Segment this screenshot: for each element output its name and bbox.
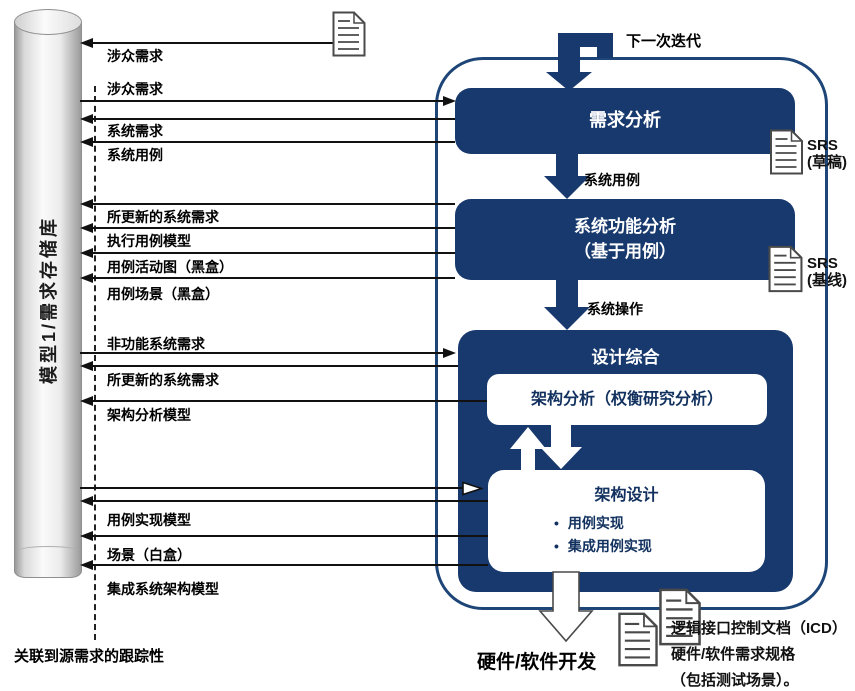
flow-line bbox=[91, 252, 455, 254]
step-system-functional-analysis: 系统功能分析 （基于用例） bbox=[455, 199, 795, 280]
flow-label: 集成系统架构模型 bbox=[107, 581, 219, 597]
bullet-item: 集成用例实现 bbox=[554, 535, 765, 558]
repository-cylinder-top bbox=[14, 9, 82, 35]
deliverable-item: 硬件/软件需求规格 bbox=[671, 646, 796, 663]
srs-draft-document-icon bbox=[770, 129, 803, 175]
flow-line bbox=[91, 227, 455, 229]
flow-line bbox=[91, 42, 333, 44]
repository-cylinder-seam bbox=[16, 546, 80, 557]
srs-baseline-document-icon bbox=[768, 245, 803, 293]
deliverables-list: 逻辑接口控制文档（ICD） 硬件/软件需求规格 （包括测试场景）。 bbox=[671, 616, 847, 691]
flow-line bbox=[91, 400, 487, 402]
artifact-qualifier: (草稿) bbox=[807, 154, 847, 171]
step-title: 系统功能分析 bbox=[574, 217, 676, 236]
flow-label: 系统需求 bbox=[107, 123, 163, 139]
traceability-dashed-line bbox=[94, 86, 96, 640]
srs-draft-label: SRS (草稿) bbox=[807, 137, 847, 171]
sub-box-architecture-analysis: 架构分析（权衡研究分析） bbox=[487, 374, 767, 425]
flow-label: 系统用例 bbox=[107, 147, 163, 163]
artifact-name: SRS bbox=[807, 137, 838, 154]
deliverable-item: 逻辑接口控制文档（ICD） bbox=[671, 620, 847, 637]
flow-line bbox=[80, 352, 445, 354]
bullet-item: 用例实现 bbox=[554, 512, 765, 535]
flow-line bbox=[91, 141, 455, 143]
sub-box-title: 架构设计 bbox=[594, 487, 659, 504]
flow-label: 用例活动图（黑盒） bbox=[107, 259, 233, 275]
flow-label: 用例实现模型 bbox=[107, 512, 191, 528]
hw-sw-development-label: 硬件/软件开发 bbox=[477, 652, 597, 673]
artifact-qualifier: (基线) bbox=[807, 272, 847, 289]
traceability-note: 关联到源需求的跟踪性 bbox=[14, 648, 165, 665]
flow-line bbox=[91, 277, 455, 279]
flow-label: 所更新的系统需求 bbox=[107, 372, 219, 388]
deliverable-item: （包括测试场景）。 bbox=[671, 672, 799, 689]
flow-label: 用例场景（黑盒） bbox=[107, 286, 219, 302]
flow-label: 非功能系统需求 bbox=[107, 336, 205, 352]
flow-label: 涉众需求 bbox=[107, 48, 163, 64]
artifact-name: SRS bbox=[807, 255, 838, 272]
deliverable-document-icon-front bbox=[618, 612, 658, 667]
repository-cylinder bbox=[14, 22, 82, 578]
architecture-design-bullets: 用例实现 集成用例实现 bbox=[488, 512, 765, 558]
flow-label: 涉众需求 bbox=[107, 81, 163, 97]
flow-label: 架构分析模型 bbox=[107, 407, 191, 423]
flow-line bbox=[91, 500, 488, 502]
flow-line bbox=[80, 487, 466, 489]
flow-line bbox=[91, 535, 488, 537]
system-use-cases-label: 系统用例 bbox=[584, 172, 640, 188]
system-operations-label: 系统操作 bbox=[587, 301, 643, 317]
flow-line bbox=[91, 203, 455, 205]
repository-label-text: 模型1/需求存储库 bbox=[39, 215, 60, 385]
flow-label: 执行用例模型 bbox=[107, 233, 191, 249]
flow-label: 场景（白盒） bbox=[107, 547, 191, 563]
stakeholder-requirements-document-icon bbox=[332, 11, 366, 57]
step-subtitle: （基于用例） bbox=[574, 242, 676, 261]
repository-label: 模型1/需求存储库 bbox=[14, 22, 82, 578]
step-requirements-analysis: 需求分析 bbox=[455, 88, 795, 154]
flow-label: 所更新的系统需求 bbox=[107, 209, 219, 225]
srs-baseline-label: SRS (基线) bbox=[807, 255, 847, 289]
flow-line bbox=[91, 118, 455, 120]
deliverable-document-icon-back bbox=[659, 588, 701, 646]
flow-line bbox=[91, 564, 488, 566]
flow-line bbox=[91, 365, 458, 367]
next-iteration-label: 下一次迭代 bbox=[626, 33, 702, 50]
sub-box-architecture-design: 架构设计 用例实现 集成用例实现 bbox=[488, 470, 765, 572]
flow-line bbox=[80, 100, 445, 102]
